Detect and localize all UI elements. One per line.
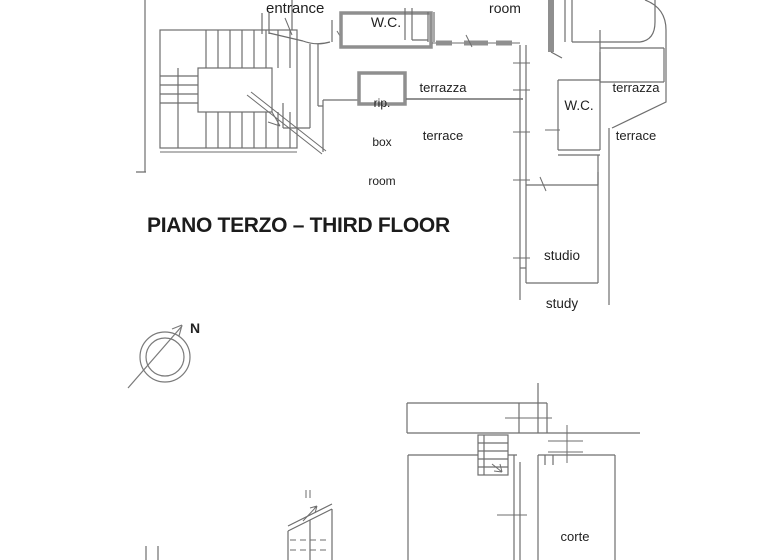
terrace-right-line-it: terrazza [612,80,660,95]
studio-line-en: study [545,296,579,311]
storage-line-2: box [372,135,392,149]
lower-rooms [407,454,616,560]
terrace-right-line-en: terrace [615,128,657,143]
corridor-wall [513,45,530,300]
floor-title: PIANO TERZO – THIRD FLOOR [147,214,450,237]
room-label-courtyard: corte comune communal courtyard [531,498,619,560]
staircase-top-left [136,0,327,173]
room-label-studio: studio study [534,216,590,344]
compass-icon [127,324,191,389]
room-label-terrace-center: terrazza terrace [410,48,476,176]
terrace-left-walls [282,44,324,152]
wc-room-right [545,52,601,185]
storage-line-3: room [368,174,396,188]
entrance-walls [261,0,346,45]
terrace-center-walls [406,34,523,100]
room-label-storage: rip. box room [359,71,405,214]
terrace-center-line-it: terrazza [419,80,467,95]
room-label-wc-top: W.C. [370,14,402,30]
room-label-entrance: entrance [266,0,325,17]
terrace-center-line-en: terrace [422,128,464,143]
lower-building [406,383,640,463]
studio-line-it: studio [543,248,581,263]
room-label-wc-right: W.C. [564,98,594,113]
storage-line-1: rip. [373,96,391,110]
bottom-left-fragments [145,490,333,560]
room-top-walls [404,0,563,59]
staircase-bottom [477,434,509,476]
room-label-room-top: room [489,0,521,16]
wc-room-top [339,11,433,49]
room-label-terrace-right: terrazza terrace [604,48,668,176]
studio-room [520,172,599,284]
courtyard-line-1: corte [560,529,590,544]
compass-north-label: N [190,320,201,336]
storage-room [323,71,407,106]
